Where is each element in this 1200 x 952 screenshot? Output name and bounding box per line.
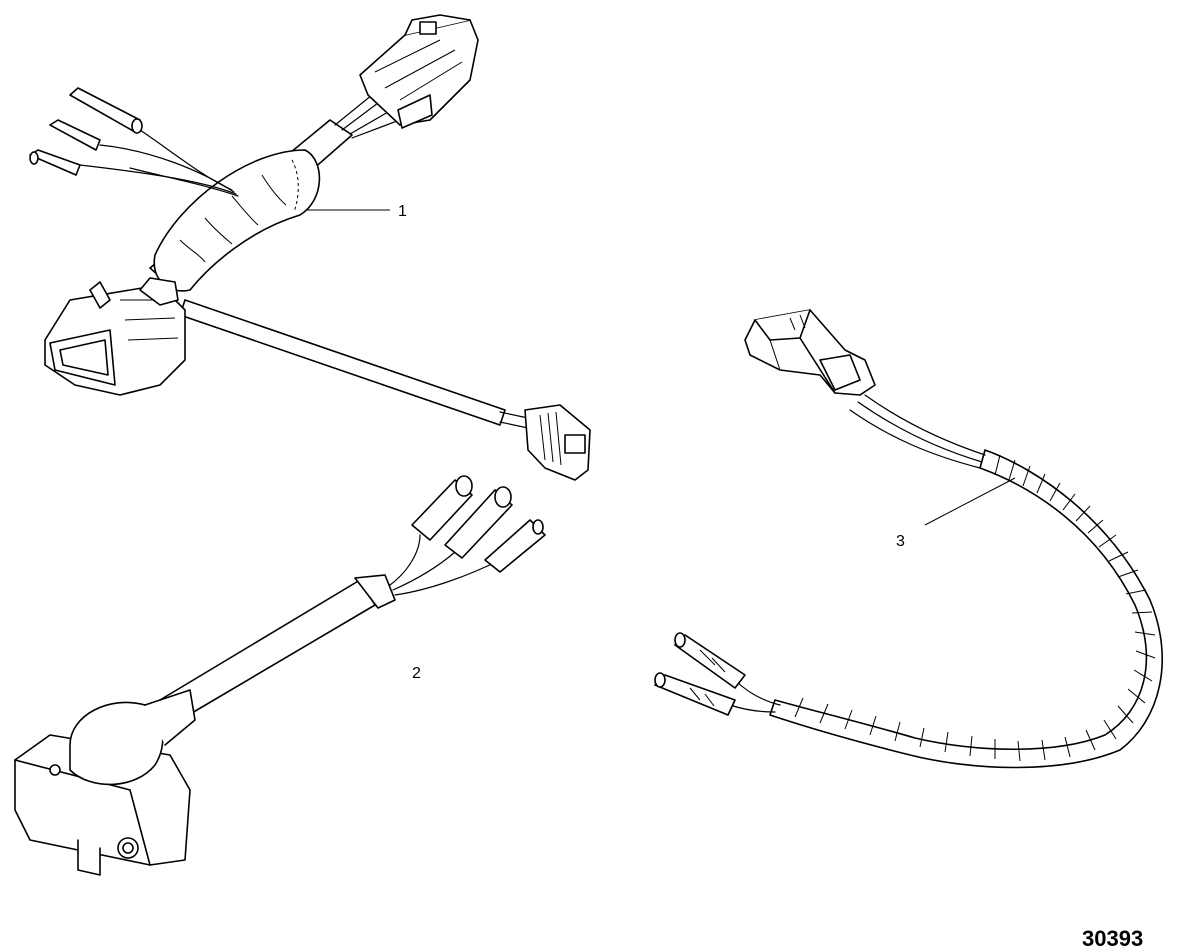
- connector-top: [359, 14, 479, 129]
- callout-2: 2: [412, 665, 421, 682]
- harness-assembly-1: [29, 14, 591, 481]
- callout-leader-3: [924, 477, 1016, 526]
- connector-large: [44, 277, 186, 396]
- connector-3: [744, 309, 876, 396]
- corrugated-sleeve: [769, 449, 1163, 769]
- sensor-assembly-2: [14, 475, 546, 876]
- callout-3: 3: [896, 533, 905, 550]
- callout-1: 1: [398, 203, 407, 220]
- sleeve-ribs: [794, 454, 1156, 762]
- drawing-number: 30393: [1082, 926, 1143, 951]
- pigtail-leads: [29, 87, 239, 197]
- tape-wrap: [153, 149, 321, 292]
- connector-small: [524, 404, 591, 481]
- sleeved-harness-3: [654, 309, 1163, 769]
